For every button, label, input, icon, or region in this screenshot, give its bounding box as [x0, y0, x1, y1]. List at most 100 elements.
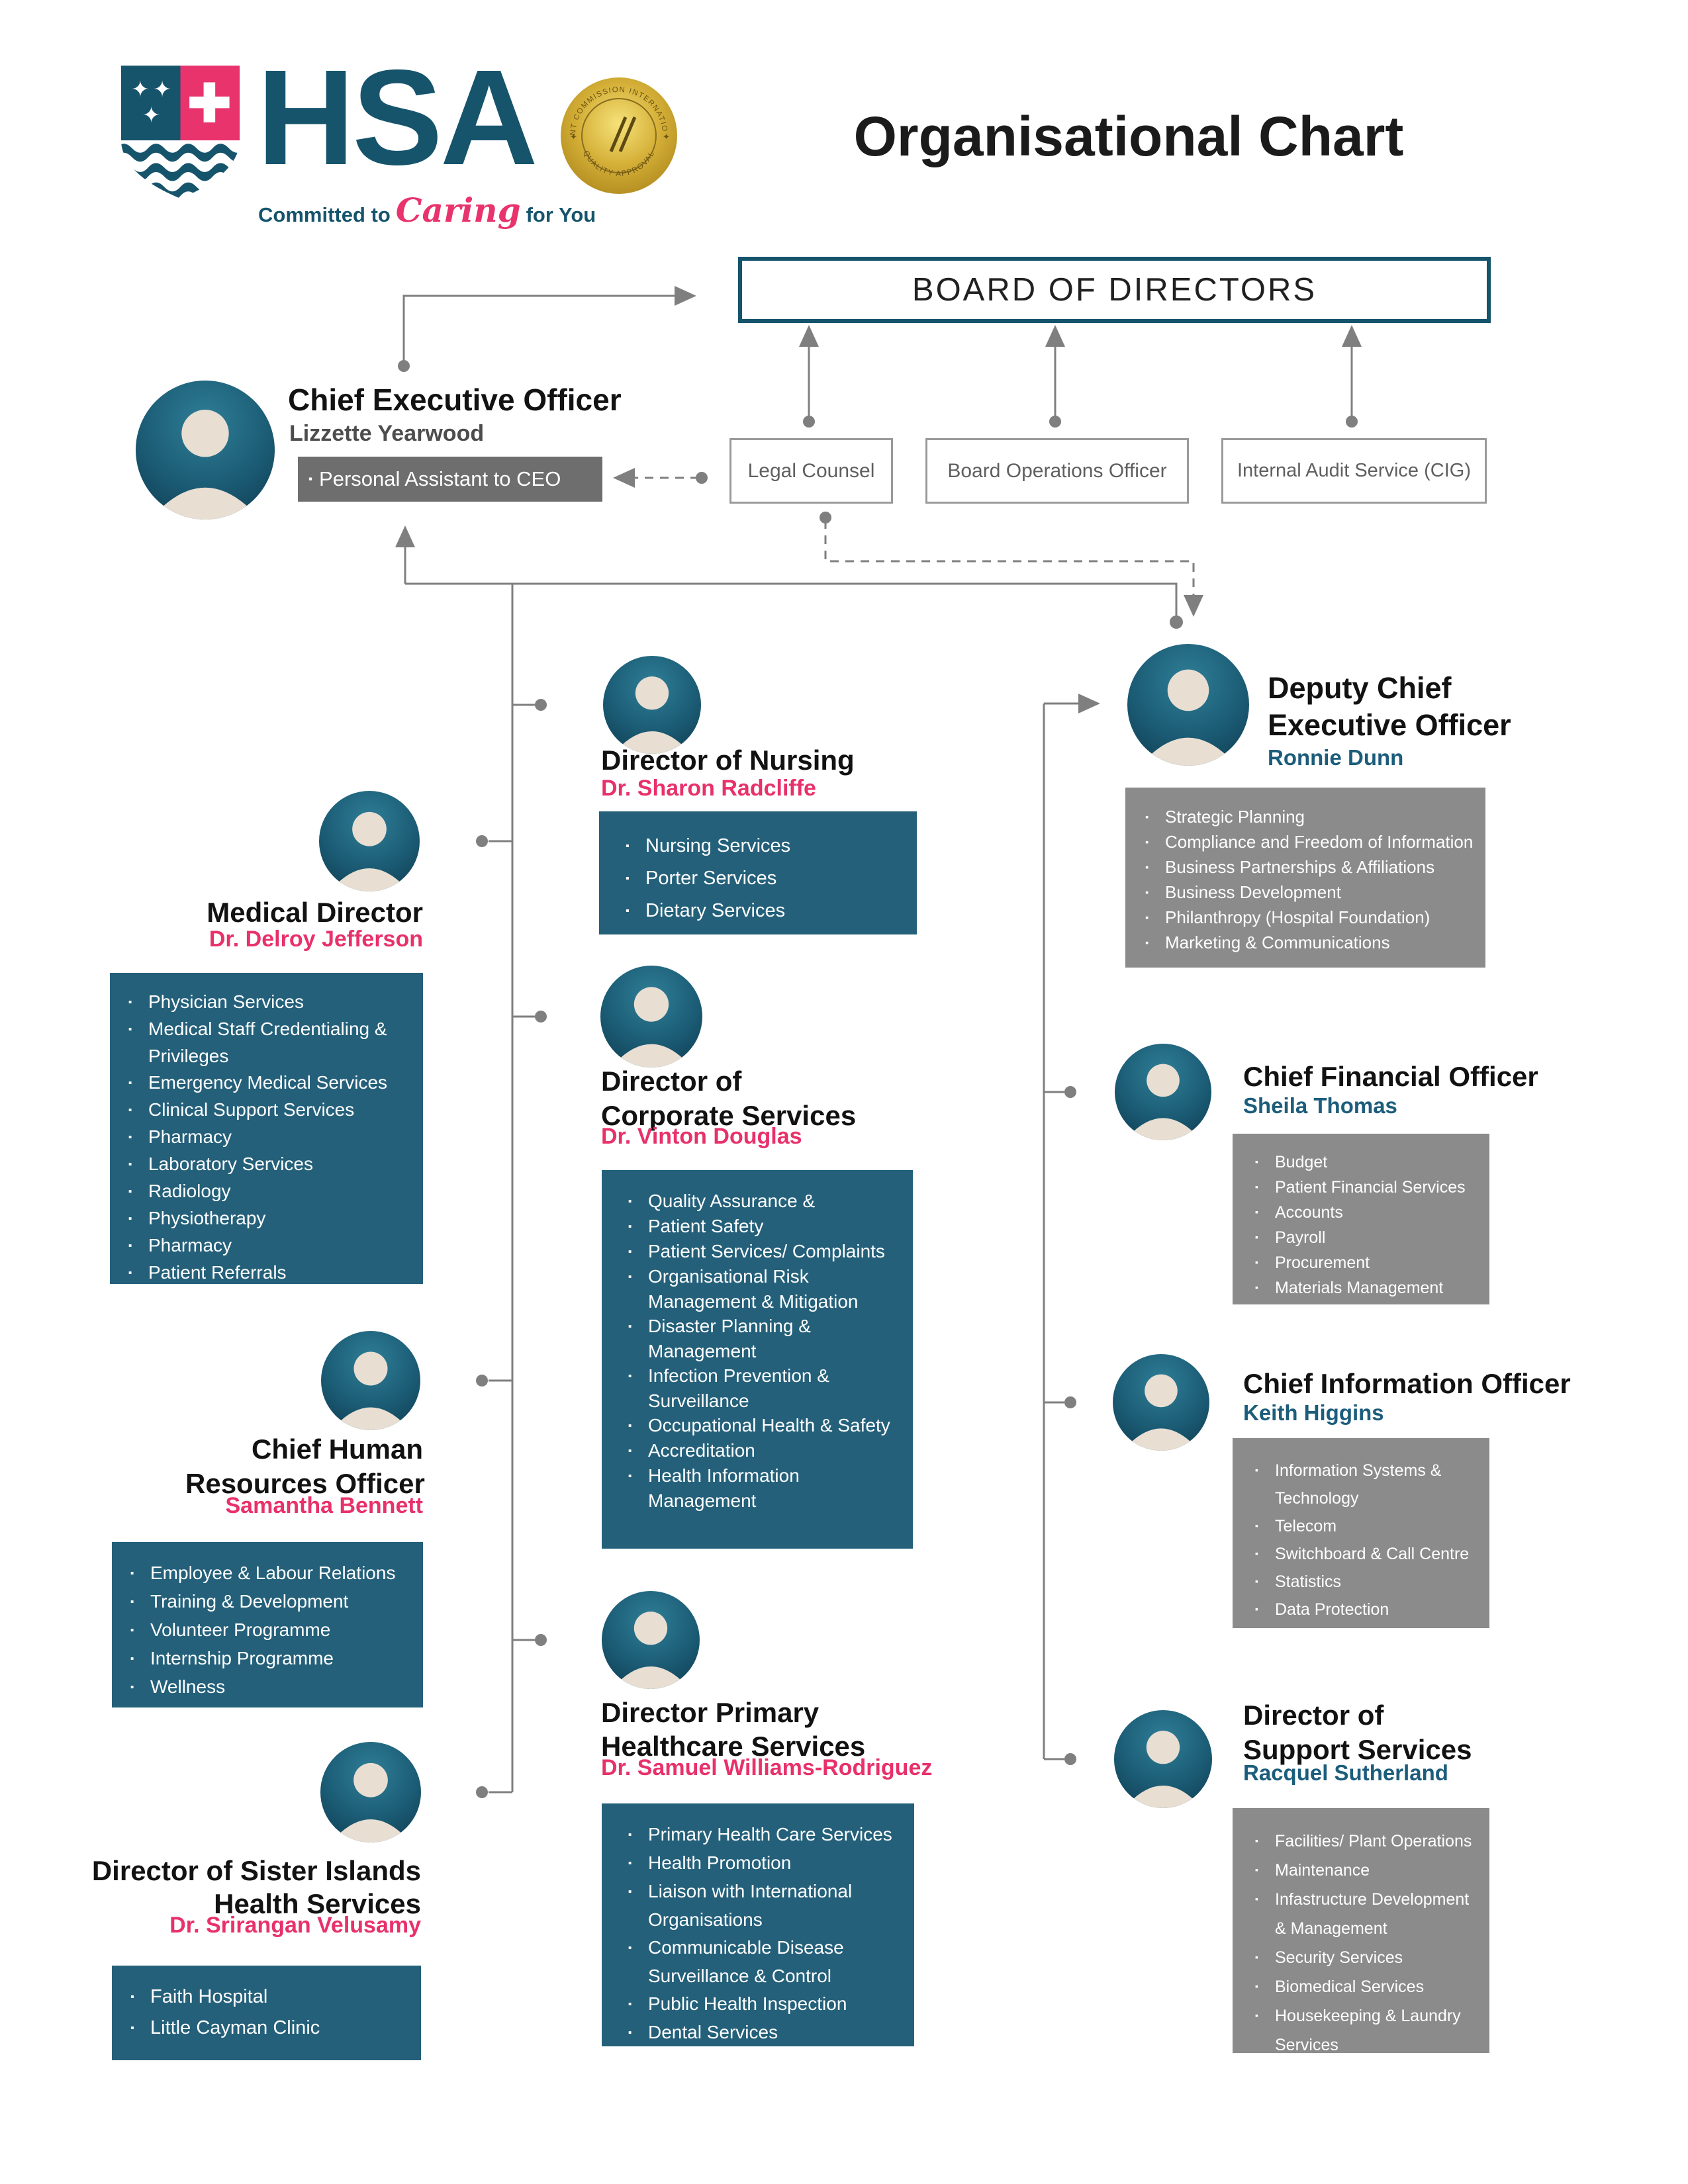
- support-title-line1: Director of: [1243, 1700, 1384, 1731]
- nursing-name: Dr. Sharon Radcliffe: [601, 776, 816, 801]
- cio-title: Chief Information Officer: [1243, 1368, 1571, 1399]
- phc-title: Director Primary Healthcare Services: [601, 1696, 865, 1763]
- cfo-duties-box: ▪Budget▪Patient Financial Services▪Accou…: [1233, 1134, 1489, 1304]
- list-item: ▪Clinical Support Services: [128, 1097, 414, 1124]
- bullet-icon: ▪: [130, 1991, 134, 2003]
- list-item: ▪Accounts: [1255, 1200, 1483, 1225]
- list-item: ▪Biomedical Services: [1255, 1972, 1483, 2001]
- bullet-icon: ▪: [626, 905, 630, 917]
- medical-title: Medical Director: [207, 897, 423, 928]
- list-item: ▪Nursing Services: [626, 830, 908, 862]
- bullet-icon: ▪: [1255, 2011, 1258, 2021]
- list-item: ▪Facilities/ Plant Operations: [1255, 1827, 1483, 1856]
- list-item: ▪Philanthropy (Hospital Foundation): [1145, 905, 1474, 931]
- list-item: ▪Occupational Health & Safety: [628, 1413, 904, 1438]
- svg-text:✦: ✦: [663, 132, 670, 142]
- sister-name: Dr. Srirangan Velusamy: [169, 1913, 421, 1938]
- bullet-icon: ▪: [628, 1999, 632, 2010]
- chro-title: Chief Human Resources Officer: [185, 1432, 425, 1501]
- svg-text:✦: ✦: [131, 77, 150, 102]
- dceo-name: Ronnie Dunn: [1268, 745, 1404, 770]
- list-item: ▪Patient Services/ Complaints: [628, 1239, 904, 1264]
- bullet-icon: ▪: [1145, 862, 1149, 873]
- bullet-icon: ▪: [308, 473, 313, 485]
- list-item: ▪Patient Referrals: [128, 1259, 414, 1287]
- bullet-icon: ▪: [628, 1246, 632, 1257]
- bullet-icon: ▪: [628, 1942, 632, 1954]
- support-duties-box: ▪Facilities/ Plant Operations▪Maintenanc…: [1233, 1808, 1489, 2054]
- legal-counsel-label: Legal Counsel: [747, 459, 875, 482]
- bullet-icon: ▪: [628, 1445, 632, 1457]
- bullet-icon: ▪: [1255, 1576, 1258, 1586]
- list-item: ▪Telecom: [1255, 1512, 1483, 1540]
- list-item: ▪Porter Services: [626, 862, 908, 895]
- internal-audit-box: Internal Audit Service (CIG): [1221, 438, 1487, 504]
- list-item: ▪Training & Development: [130, 1588, 414, 1616]
- bullet-icon: ▪: [128, 997, 132, 1008]
- corporate-duties-box: ▪Quality Assurance &▪Patient Safety▪Pati…: [602, 1170, 913, 1549]
- dceo-title: Deputy Chief Executive Officer: [1268, 670, 1511, 744]
- tagline-post: for You: [526, 203, 596, 226]
- list-item: ▪Business Partnerships & Affiliations: [1145, 855, 1474, 880]
- bullet-icon: ▪: [1255, 1207, 1258, 1217]
- chro-photo: [321, 1331, 420, 1430]
- dceo-duties-box: ▪Strategic Planning▪Compliance and Freed…: [1125, 788, 1485, 968]
- cio-photo: [1113, 1354, 1209, 1451]
- board-of-directors-box: BOARD OF DIRECTORS: [738, 257, 1491, 323]
- internal-audit-label: Internal Audit Service (CIG): [1237, 460, 1471, 481]
- nursing-title: Director of Nursing: [601, 745, 855, 776]
- bullet-icon: ▪: [626, 873, 630, 884]
- bullet-icon: ▪: [1255, 1952, 1258, 1962]
- phc-photo: [602, 1591, 700, 1689]
- dceo-title-line2: Executive Officer: [1268, 708, 1511, 742]
- bullet-icon: ▪: [628, 1196, 632, 1207]
- support-title: Director of Support Services: [1243, 1698, 1472, 1767]
- phc-duties-box: ▪Primary Health Care Services▪Health Pro…: [602, 1803, 914, 2046]
- list-item: ▪Compliance and Freedom of Information: [1145, 830, 1474, 855]
- sister-title-line1: Director of Sister Islands: [91, 1855, 421, 1886]
- list-item: ▪Marketing & Communications: [1145, 931, 1474, 956]
- bullet-icon: ▪: [628, 1858, 632, 1869]
- bullet-icon: ▪: [128, 1186, 132, 1197]
- hsa-logo-word: HSA: [257, 42, 538, 193]
- list-item: ▪Volunteer Programme: [130, 1616, 414, 1645]
- list-item: ▪Procurement: [1255, 1250, 1483, 1275]
- board-of-directors-label: BOARD OF DIRECTORS: [912, 272, 1317, 308]
- cio-duties-box: ▪Information Systems & Technology▪Teleco…: [1233, 1438, 1489, 1628]
- support-title-line2: Support Services: [1243, 1734, 1472, 1765]
- bullet-icon: ▪: [1255, 1865, 1258, 1875]
- list-item: ▪Strategic Planning: [1145, 805, 1474, 830]
- personal-assistant-box: ▪Personal Assistant to CEO: [298, 457, 602, 502]
- phc-name: Dr. Samuel Williams-Rodriguez: [601, 1755, 933, 1780]
- list-item: ▪Disaster Planning & Management: [628, 1316, 811, 1361]
- corporate-title: Director of Corporate Services: [601, 1064, 856, 1133]
- bullet-icon: ▪: [128, 1213, 132, 1224]
- list-item: ▪Pharmacy: [128, 1232, 414, 1259]
- chro-name: Samantha Bennett: [225, 1493, 424, 1518]
- list-item: ▪Public Health Inspection: [628, 1990, 905, 2019]
- list-item: ▪Business Development: [1145, 880, 1474, 905]
- support-photo: [1114, 1710, 1212, 1808]
- cfo-title: Chief Financial Officer: [1243, 1061, 1538, 1092]
- chro-title-line2: Resources Officer: [185, 1468, 425, 1499]
- bullet-icon: ▪: [1255, 1232, 1258, 1242]
- list-item: ▪Physician Services: [128, 989, 414, 1016]
- bullet-icon: ▪: [128, 1077, 132, 1089]
- corporate-photo: [600, 966, 702, 1068]
- bullet-icon: ▪: [1255, 1836, 1258, 1846]
- bullet-icon: ▪: [628, 1321, 632, 1332]
- list-item: ▪Medical Staff Credentialing & Privilege…: [128, 1016, 414, 1069]
- list-item: ▪Information Systems & Technology: [1255, 1457, 1483, 1512]
- sister-title-line2: Health Services: [214, 1888, 421, 1919]
- list-item: ▪Housekeeping & Laundry Services: [1255, 2001, 1483, 2060]
- phc-title-line1: Director Primary: [601, 1697, 820, 1728]
- bullet-icon: ▪: [628, 1221, 632, 1232]
- bullet-icon: ▪: [1255, 1549, 1258, 1559]
- list-item: ▪Data Protection: [1255, 1596, 1483, 1623]
- medical-duties-box: ▪Physician Services▪Medical Staff Creden…: [110, 973, 423, 1284]
- bullet-icon: ▪: [1255, 1894, 1258, 1904]
- bullet-icon: ▪: [1255, 1257, 1258, 1267]
- list-item: ▪Liaison with International Organisation…: [628, 1878, 905, 1934]
